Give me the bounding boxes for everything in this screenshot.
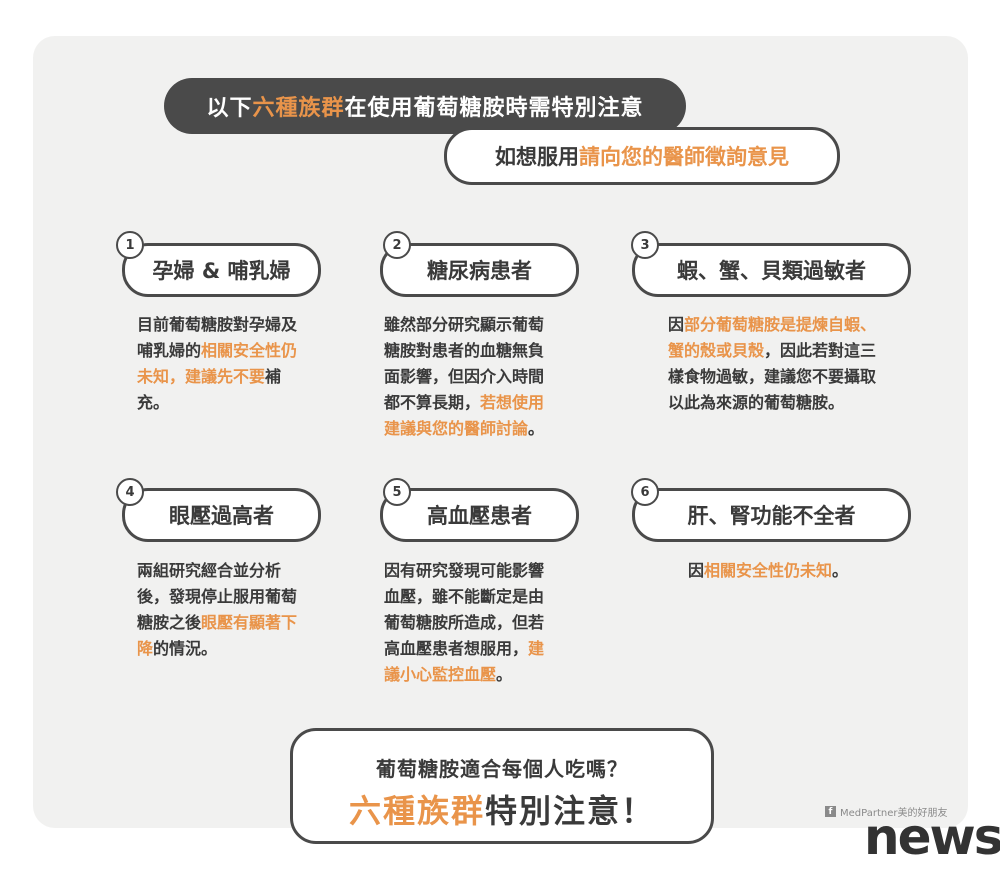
group-title: 眼壓過高者 <box>169 504 274 528</box>
credit-text: MedPartner美的好朋友 <box>840 808 948 819</box>
header-banner-primary: 以下六種族群在使用葡萄糖胺時需特別注意 <box>164 78 686 134</box>
group-number-badge: 3 <box>631 231 659 259</box>
desc-text: 補充。 <box>137 367 282 412</box>
group-title-pill: 高血壓患者 <box>380 488 579 542</box>
group-description: 兩組研究經合並分析後，發現停止服用葡萄糖胺之後眼壓有顯著下降的情況。 <box>137 558 309 662</box>
group-title: 蝦、蟹、貝類過敏者 <box>677 259 866 283</box>
group-description: 因有研究發現可能影響血壓，雖不能斷定是由葡萄糖胺所造成，但若高血壓患者想服用，建… <box>384 558 556 688</box>
desc-highlight: 眼壓有顯著下降 <box>137 613 298 658</box>
subheader-highlight: 請向您的醫師徵詢意見 <box>579 145 789 169</box>
group-number-badge: 2 <box>383 231 411 259</box>
header-banner-secondary: 如想服用請向您的醫師徵詢意見 <box>444 127 840 185</box>
group-title-pill: 蝦、蟹、貝類過敏者 <box>632 243 911 297</box>
header-highlight: 六種族群 <box>252 96 345 121</box>
footer-question: 葡萄糖胺適合每個人吃嗎？ <box>376 757 628 781</box>
header-text: 以下 <box>206 96 253 121</box>
group-title-pill: 肝、腎功能不全者 <box>632 488 911 542</box>
desc-text: ，因此若對這三樣食物過敏，建議您不要攝取以此為來源的葡萄糖胺。 <box>668 341 877 412</box>
group-title-pill: 糖尿病患者 <box>380 243 579 297</box>
group-title: 肝、腎功能不全者 <box>687 504 856 528</box>
desc-text: 。 <box>832 561 849 580</box>
group-number-badge: 5 <box>383 478 411 506</box>
news-watermark-logo: news <box>864 808 1000 866</box>
desc-text: 。 <box>528 419 545 438</box>
group-title: 高血壓患者 <box>427 504 532 528</box>
group-title-pill: 眼壓過高者 <box>122 488 321 542</box>
desc-highlight: 相關安全性仍未知，建議先不要 <box>137 341 298 386</box>
desc-highlight: 部分葡萄糖胺是提煉自蝦、蟹的殼或貝殼 <box>668 315 877 360</box>
group-description: 雖然部分研究顯示葡萄糖胺對患者的血糖無負面影響，但因介入時間都不算長期，若想使用… <box>384 312 556 442</box>
group-number-badge: 4 <box>116 478 144 506</box>
desc-highlight: 建議小心監控血壓 <box>384 639 545 684</box>
footer-callout: 葡萄糖胺適合每個人吃嗎？ 六種族群特別注意！ <box>290 728 714 844</box>
footer-highlight: 六種族群 <box>348 792 485 830</box>
desc-text: 目前葡萄糖胺對孕婦及哺乳婦的 <box>137 315 298 360</box>
desc-highlight: 若想使用建議與您的醫師討論 <box>384 393 545 438</box>
group-description: 目前葡萄糖胺對孕婦及哺乳婦的相關安全性仍未知，建議先不要補充。 <box>137 312 309 416</box>
source-credit: f MedPartner美的好朋友 <box>825 804 947 819</box>
desc-text: 因有研究發現可能影響血壓，雖不能斷定是由葡萄糖胺所造成，但若高血壓患者想服用， <box>384 561 545 658</box>
desc-highlight: 相關安全性仍未知 <box>703 561 832 580</box>
group-title: 糖尿病患者 <box>427 259 532 283</box>
footer-emphasis: 六種族群特別注意！ <box>293 786 711 832</box>
facebook-icon: f <box>825 806 836 817</box>
desc-text: 因 <box>668 315 685 334</box>
group-title: 孕婦 & 哺乳婦 <box>152 259 291 283</box>
header-text: 在使用葡萄糖胺時需特別注意 <box>344 96 644 121</box>
footer-text: 特別注意！ <box>485 792 656 830</box>
desc-text: 雖然部分研究顯示葡萄糖胺對患者的血糖無負面影響，但因介入時間都不算長期， <box>384 315 545 412</box>
group-description: 因部分葡萄糖胺是提煉自蝦、蟹的殼或貝殼，因此若對這三樣食物過敏，建議您不要攝取以… <box>668 312 878 416</box>
desc-text: 。 <box>496 665 513 684</box>
group-title-pill: 孕婦 & 哺乳婦 <box>122 243 321 297</box>
group-number-badge: 6 <box>631 478 659 506</box>
desc-text: 兩組研究經合並分析後，發現停止服用葡萄糖胺之後 <box>137 561 298 632</box>
subheader-text: 如想服用 <box>495 145 579 169</box>
group-description: 因相關安全性仍未知。 <box>668 558 868 584</box>
desc-text: 因 <box>687 561 704 580</box>
desc-text: 的情況。 <box>153 639 218 658</box>
group-number-badge: 1 <box>116 231 144 259</box>
